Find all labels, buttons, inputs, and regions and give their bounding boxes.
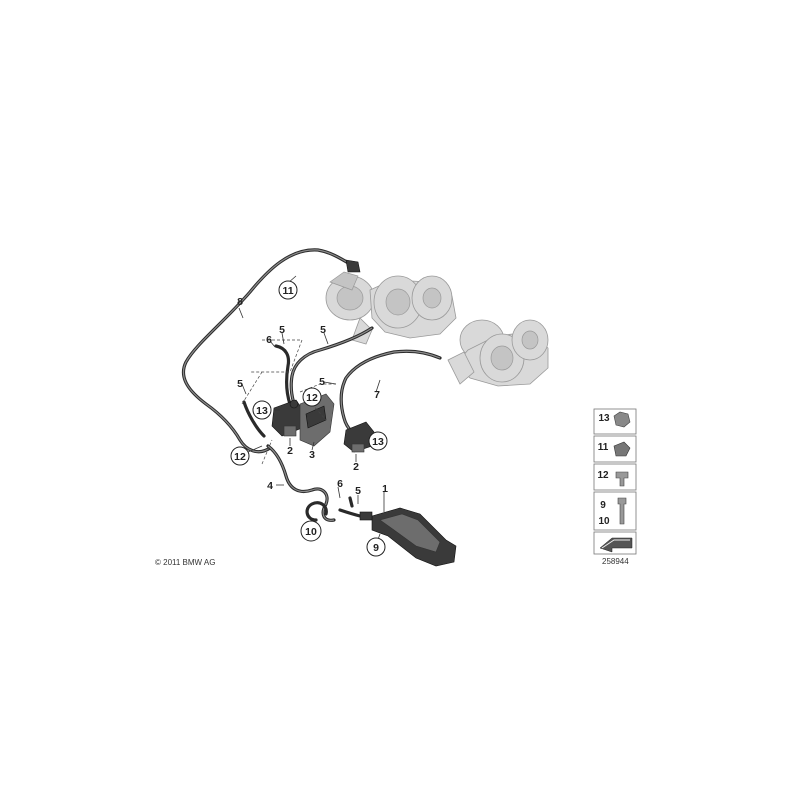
legend-label-13: 13 — [598, 413, 610, 424]
vacuum-reservoir-1 — [359, 507, 457, 567]
solenoid-valve-2-left — [271, 399, 305, 437]
solenoid-valve-2-right — [343, 421, 375, 453]
callout-5-upper-right: 5 — [320, 324, 326, 336]
callout-5-mid: 5 — [319, 376, 325, 388]
callout-13-right: 13 — [372, 436, 384, 448]
vacuum-hose-7 — [339, 349, 442, 434]
callout-5-lower: 5 — [355, 485, 361, 497]
callout-9-circle — [366, 537, 386, 557]
clip-icon — [613, 441, 631, 457]
callout-6-lower: 6 — [337, 478, 343, 490]
callout-11-circle — [278, 280, 298, 300]
callout-3: 3 — [309, 449, 315, 461]
callout-2-left: 2 — [287, 445, 293, 457]
leader-lines — [238, 275, 385, 546]
callout-13-left-circle — [252, 400, 272, 420]
bolt-icon — [615, 471, 629, 487]
callout-2-right: 2 — [353, 461, 359, 473]
copyright-text: © 2011 BMW AG — [155, 558, 215, 567]
turbocharger-upper — [325, 271, 457, 345]
legend-label-12: 12 — [597, 470, 609, 481]
callout-4: 4 — [267, 480, 273, 492]
callout-6-upper: 6 — [266, 334, 272, 346]
nut-icon — [613, 411, 631, 428]
callout-5-upper-left: 5 — [279, 324, 285, 336]
callout-12-mid: 12 — [306, 392, 318, 404]
hose-clip-10 — [305, 501, 328, 522]
callout-labels: 8 11 6 5 5 5 5 7 13 12 2 3 2 13 12 4 6 5… — [230, 280, 388, 557]
callout-1: 1 — [382, 483, 388, 495]
callout-12-mid-circle — [302, 387, 322, 407]
callout-13-left: 13 — [256, 405, 268, 417]
screw-icon — [617, 497, 627, 525]
reference-arrow-icon — [599, 537, 633, 553]
parts-legend: 13 11 12 9 10 258944 — [593, 408, 637, 566]
hose-short-6 — [242, 344, 292, 438]
callout-5-left: 5 — [237, 378, 243, 390]
bracket-3 — [299, 393, 335, 447]
callout-8: 8 — [237, 296, 243, 308]
callout-12-left-circle — [230, 446, 250, 466]
callout-13-right-circle — [368, 431, 388, 451]
legend-label-11: 11 — [598, 442, 609, 453]
callout-9: 9 — [373, 542, 379, 554]
hose-short-6-lower — [338, 496, 362, 518]
turbocharger-lower — [447, 319, 549, 387]
diagram-id: 258944 — [602, 557, 629, 566]
vacuum-hose-8 — [181, 248, 361, 454]
vacuum-hose-4 — [266, 444, 336, 522]
vacuum-hose-5-upper — [289, 326, 374, 410]
legend-label-9: 9 — [600, 500, 606, 511]
callout-12-left: 12 — [234, 451, 246, 463]
callout-10-circle — [300, 520, 322, 542]
callout-11: 11 — [282, 285, 293, 297]
legend-box-12 — [593, 463, 637, 491]
callout-10: 10 — [305, 526, 317, 538]
legend-box-9-10 — [593, 491, 637, 531]
reference-arrow-highlight — [601, 539, 630, 549]
legend-label-10: 10 — [598, 516, 610, 527]
callout-7: 7 — [374, 389, 380, 401]
